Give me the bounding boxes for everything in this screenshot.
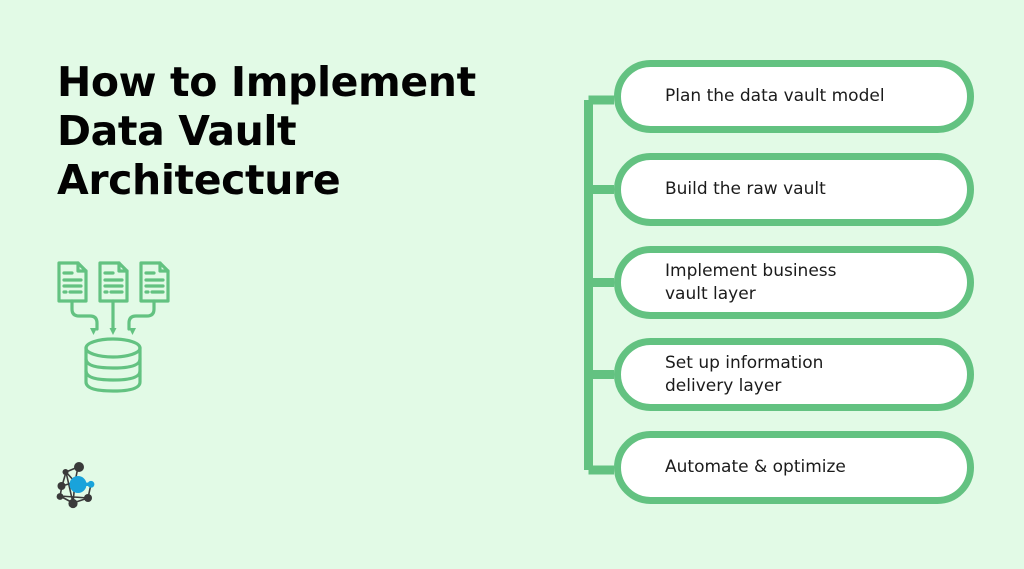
step-box-4[interactable]: Set up information delivery layer [614, 338, 974, 411]
flow-arrow-left [70, 299, 99, 331]
step-label-4: Set up information delivery layer [665, 352, 824, 396]
logo-nodes [56, 462, 92, 509]
database-cylinder-icon [84, 337, 142, 393]
document-icon-2 [98, 261, 129, 303]
network-nodes-logo-icon [56, 462, 95, 509]
step-label-1: Plan the data vault model [665, 86, 885, 107]
logo-edges [59, 466, 92, 504]
document-icon-1 [57, 261, 88, 303]
flow-arrowheads [90, 328, 136, 335]
title-block: How to Implement Data Vault Architecture [57, 58, 517, 204]
brand-logo [53, 460, 103, 510]
step-label-2: Build the raw vault [665, 179, 826, 200]
step-box-3[interactable]: Implement business vault layer [614, 246, 974, 319]
step-box-1[interactable]: Plan the data vault model [614, 60, 974, 133]
step-box-5[interactable]: Automate & optimize [614, 431, 974, 504]
logo-accent [69, 476, 95, 493]
step-list: Plan the data vault model Build the raw … [578, 52, 978, 512]
flow-arrow-right [127, 299, 156, 331]
page-title: How to Implement Data Vault Architecture [57, 58, 476, 204]
document-icon-3 [139, 261, 170, 303]
documents-to-database-icon [57, 261, 170, 393]
step-box-2[interactable]: Build the raw vault [614, 153, 974, 226]
steps-flowchart: Plan the data vault model Build the raw … [578, 52, 978, 512]
documents-to-database-illustration [50, 256, 182, 404]
step-label-3: Implement business vault layer [665, 260, 837, 304]
step-label-5: Automate & optimize [665, 457, 846, 478]
flowchart-connector-lines [584, 95, 614, 475]
